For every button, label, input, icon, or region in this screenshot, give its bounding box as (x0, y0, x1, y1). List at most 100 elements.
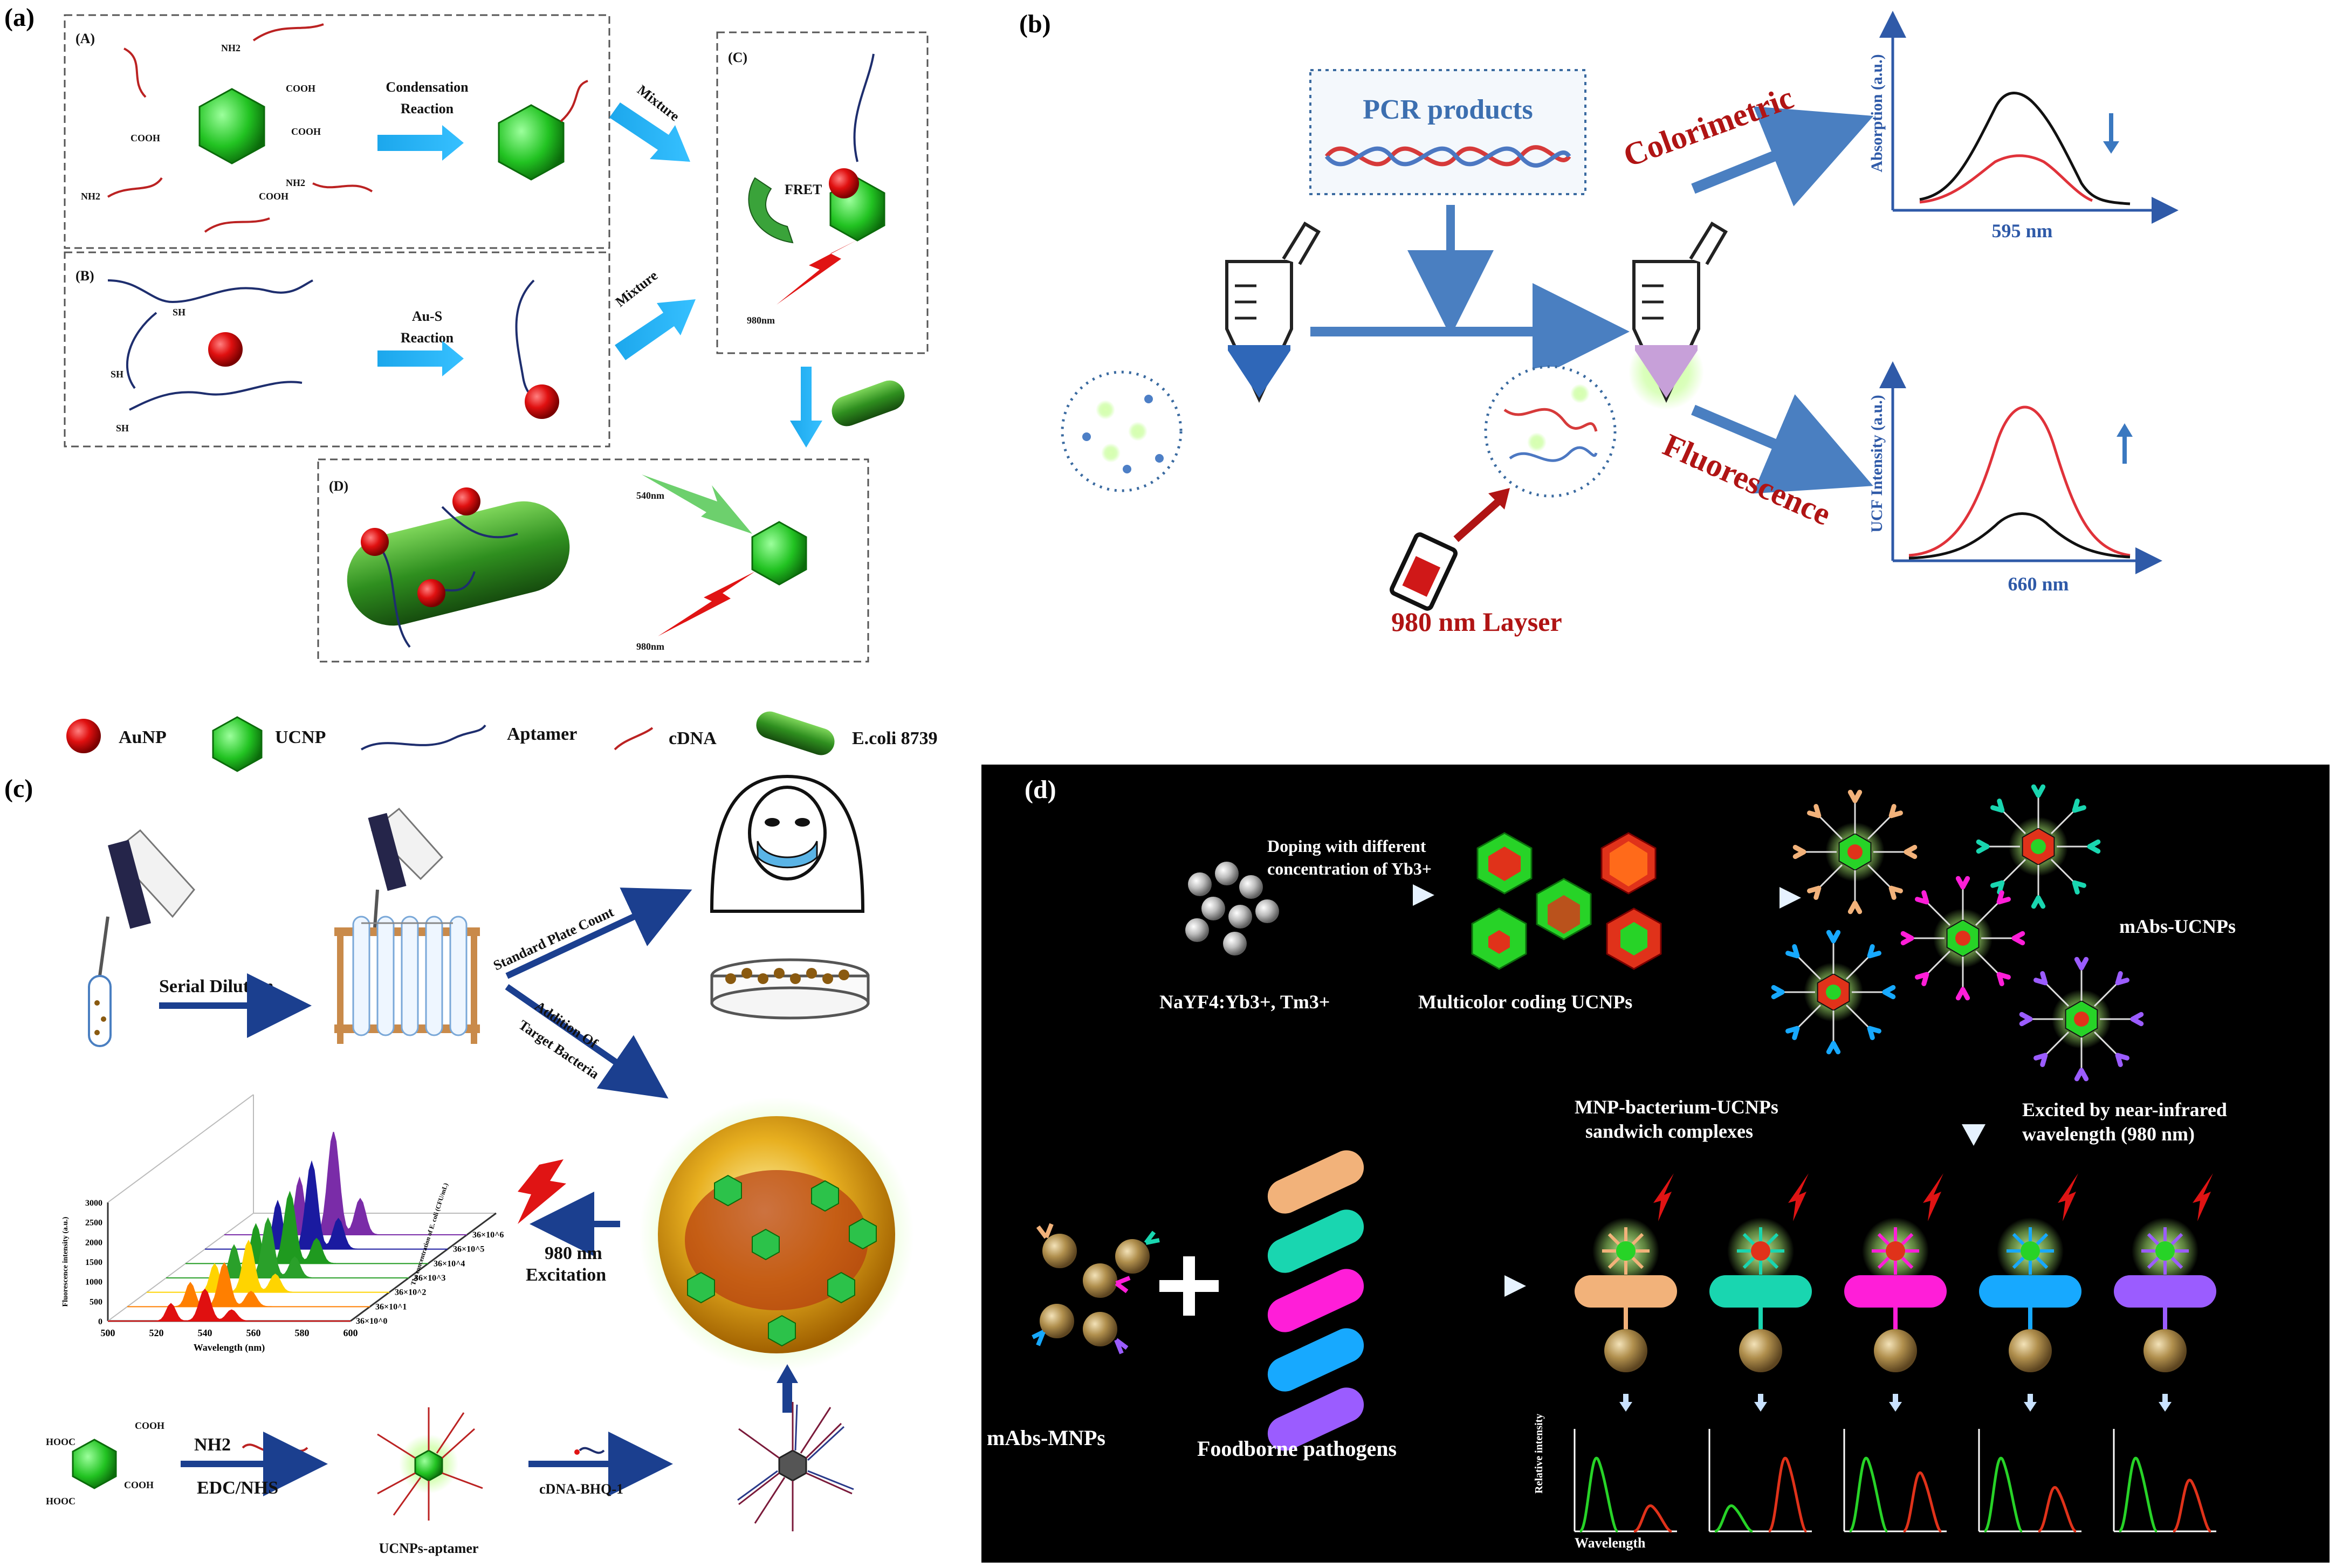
ucf-xlabel: 660 nm (2008, 573, 2069, 595)
cdna-strand-5 (204, 217, 270, 233)
quenched-ucnp-icon (737, 1402, 854, 1531)
ucnp-cdna-product (498, 104, 565, 181)
mabs-ucnp-1 (1976, 784, 2101, 909)
laser-device-icon (1390, 532, 1458, 611)
bacteria-sphere (639, 1097, 914, 1372)
mabs-ucnp-2 (1900, 876, 2025, 1001)
aptamer-strand-1 (107, 279, 313, 304)
pcr-products-label: PCR products (1363, 94, 1533, 125)
panel-c: (c) Serial Dilution (4, 774, 914, 1556)
mabs-ucnp-3 (1771, 930, 1896, 1055)
absorption-xlabel: 595 nm (1991, 220, 2052, 242)
waterfall-series-label-1: 36×10^1 (375, 1302, 407, 1311)
panel-b-label: (b) (1019, 10, 1051, 38)
waterfall-xtick-2: 540 (198, 1328, 212, 1338)
laser-bolt-c-panel (518, 1159, 566, 1224)
nayf4-particles (1185, 862, 1279, 955)
sub-label-c: (C) (728, 50, 747, 65)
pathogen-rod-1 (1267, 1209, 1364, 1273)
bound-pathogen-1 (1709, 1275, 1812, 1308)
cooh-label-3: COOH (130, 133, 160, 143)
cdna-strand-2 (123, 47, 147, 98)
pathogen-rod-2 (1267, 1269, 1364, 1332)
pathogen-rod-0 (1267, 1150, 1364, 1214)
hooc-c-2: HOOC (46, 1496, 75, 1507)
fluorescence-arrow (1691, 394, 1873, 494)
box-b (64, 251, 610, 448)
spectrum-0 (1574, 1394, 1677, 1533)
down-arrow-a (790, 367, 822, 448)
waterfall-xtick-0: 500 (101, 1328, 115, 1338)
aptamer-on-aunp (515, 279, 540, 400)
bound-pathogen-0 (1575, 1275, 1677, 1308)
person-icon (710, 774, 865, 913)
panel-d-label: (d) (1025, 775, 1056, 804)
ucf-curve-black (1908, 512, 2131, 560)
aunp-aptamer-product (525, 384, 559, 419)
multicolor-ucnps (1471, 832, 1662, 970)
addition-arrow (505, 984, 669, 1099)
panel-d: (d) NaYF4:Yb3+, Tm3+ Doping with differe… (981, 765, 2330, 1563)
pcr-box (1309, 69, 1586, 195)
panel-a: (a) (A) COOH COOH COOH COOH NH2 NH2 NH2 … (4, 3, 938, 772)
cooh-label-4: COOH (259, 191, 288, 202)
ecoli-small (832, 380, 905, 427)
panel-b: (b) PCR products (1019, 10, 2179, 637)
sub-label-d: (D) (329, 478, 348, 494)
condensation-label: Condensation (386, 79, 469, 95)
excitation-label-2: Excitation (526, 1265, 606, 1285)
ecoli-large (347, 501, 570, 626)
sandwich-complex-2 (1844, 1173, 1947, 1372)
waterfall-ytick-1: 500 (90, 1297, 102, 1306)
laser-bolt-d (658, 572, 755, 636)
dna-helix-blue (1324, 146, 1571, 168)
spectrum-2 (1843, 1394, 1947, 1533)
fret-label: FRET (785, 182, 822, 197)
hooc-c-1: HOOC (46, 1436, 75, 1447)
aunp-sphere-c (829, 168, 859, 198)
mabs-mnps (1032, 1223, 1160, 1354)
bound-pathogen-4 (2114, 1275, 2216, 1308)
panel-a-label: (a) (4, 3, 35, 32)
pathogen-rod-4 (1267, 1387, 1364, 1451)
legend-aunp-label: AuNP (119, 727, 167, 747)
nh2-label-1: NH2 (221, 43, 241, 53)
ucf-ylabel: UCF Intensity (a.u.) (1868, 395, 1886, 533)
spectrum-4 (2113, 1394, 2216, 1533)
bound-pathogen-2 (1844, 1275, 1947, 1308)
box-d (317, 458, 869, 663)
waterfall-xtick-5: 600 (343, 1328, 358, 1338)
sandwich-complex-4 (2114, 1173, 2216, 1372)
cooh-label-1: COOH (286, 83, 315, 94)
rel-intensity-label: Relative intensity (1533, 1414, 1545, 1494)
sub-label-b: (B) (75, 268, 94, 284)
laser-bolt-c (777, 240, 857, 305)
sandwich-complex-0 (1575, 1173, 1677, 1372)
sh-label-3: SH (116, 423, 129, 434)
sandwich-complex-3 (1979, 1173, 2081, 1372)
mixture-arrow-2 (615, 299, 696, 360)
aptamer-strand-2 (129, 381, 303, 411)
edc-nhs-label: EDC/NHS (197, 1478, 278, 1498)
waterfall-series-label-6: 36×10^6 (472, 1230, 504, 1240)
legend-a: AuNP UCNP Aptamer cDNA E.coli 8739 (66, 711, 938, 772)
legend-aunp-icon (66, 719, 101, 753)
aus-label: Au-S (412, 308, 442, 324)
waterfall-series-0 (108, 1288, 351, 1322)
emission-bolt-540 (642, 474, 752, 534)
ucnp-hexagon-d (751, 521, 807, 586)
reaction-label-b: Reaction (401, 330, 454, 346)
spectrum-1 (1708, 1394, 1812, 1533)
cdna-strand-1 (252, 23, 324, 42)
wavelength-label: Wavelength (1575, 1535, 1646, 1551)
box-a (64, 14, 610, 249)
sub-label-a: (A) (75, 31, 95, 46)
waterfall-series-label-5: 36×10^5 (453, 1245, 484, 1254)
wl-540-label: 540nm (636, 490, 664, 501)
petri-dish-icon (710, 958, 870, 1020)
sandwich-label-1: MNP-bacterium-UCNPs (1575, 1096, 1778, 1118)
cooh-c-2: COOH (124, 1480, 154, 1490)
absorption-curve-red (1919, 154, 2093, 204)
ucnp-cooh: COOH COOH HOOC HOOC (46, 1420, 164, 1507)
waterfall-ytick-3: 1500 (85, 1258, 102, 1267)
